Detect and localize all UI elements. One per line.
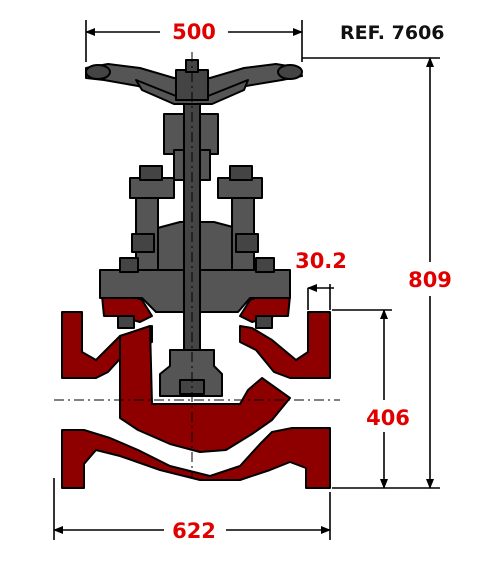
nut-lower-right: [255, 257, 275, 273]
rim-end-left: [85, 64, 111, 80]
dim-total-height-label: 809: [408, 268, 452, 292]
bonnet-assembly: [99, 95, 291, 397]
left-flange: [61, 311, 153, 379]
dim-flange-thickness: 30.2: [295, 249, 347, 310]
dim-total-height: 809: [302, 57, 452, 489]
bolt-left: [117, 315, 135, 329]
nut-mid-left: [131, 233, 155, 253]
dim-handwheel: 500: [85, 20, 303, 62]
dim-center-height-label: 406: [366, 406, 410, 430]
nut-lower-left: [119, 257, 139, 273]
rim-end-right: [277, 64, 303, 80]
bolt-right: [255, 315, 273, 329]
nut-upper-right: [229, 165, 253, 181]
right-flange: [239, 311, 331, 379]
nut-mid-right: [235, 233, 259, 253]
reference-label: REF. 7606: [340, 22, 445, 44]
handwheel: [85, 59, 303, 105]
valve-body: [61, 291, 331, 489]
dim-handwheel-label: 500: [172, 20, 216, 44]
dim-face-to-face: 622: [53, 478, 331, 543]
dim-center-height: 406: [332, 309, 410, 489]
dim-face-to-face-label: 622: [172, 519, 216, 543]
nut-upper-left: [139, 165, 163, 181]
body-web: [119, 325, 291, 453]
dim-flange-thickness-label: 30.2: [295, 249, 347, 273]
valve-disc: [159, 349, 223, 397]
left-flange-lower: [61, 427, 331, 489]
